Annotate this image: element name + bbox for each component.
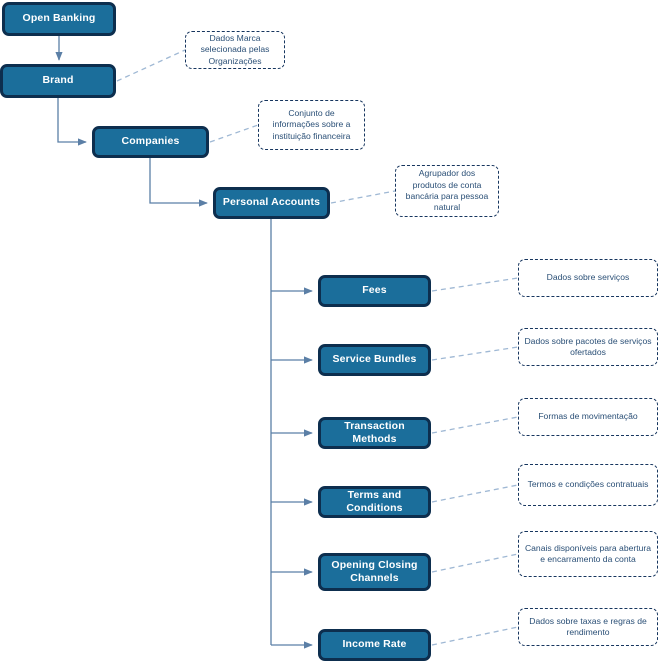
note-companies: Conjunto de informações sobre a institui… (258, 100, 365, 150)
edge-note-termsandconditions (431, 484, 519, 503)
edge-note-brand (116, 49, 186, 82)
note-terms-and-conditions: Termos e condições contratuais (518, 464, 658, 506)
edge-note-openingclosingchannels (431, 553, 519, 573)
note-fees: Dados sobre serviços (518, 259, 658, 297)
edge-note-incomerate (431, 626, 519, 646)
note-transaction-methods: Formas de movimentação (518, 398, 658, 436)
edge-note-personalaccounts (330, 190, 396, 204)
node-fees[interactable]: Fees (318, 275, 431, 307)
note-brand: Dados Marca selecionada pelas Organizaçõ… (185, 31, 285, 69)
node-companies[interactable]: Companies (92, 126, 209, 158)
note-opening-closing-channels: Canais disponíveis para abertura e encar… (518, 531, 658, 577)
note-personal-accounts: Agrupador dos produtos de conta bancária… (395, 165, 499, 217)
edge-companies-personalaccounts (149, 158, 208, 207)
node-service-bundles[interactable]: Service Bundles (318, 344, 431, 376)
note-service-bundles: Dados sobre pacotes de serviços ofertado… (518, 328, 658, 366)
edge-note-companies (209, 124, 259, 143)
node-transaction-methods[interactable]: Transaction Methods (318, 417, 431, 449)
edge-note-transactionmethods (431, 416, 519, 434)
node-opening-closing-channels[interactable]: Opening Closing Channels (318, 553, 431, 591)
edge-brand-companies (57, 98, 87, 146)
note-income-rate: Dados sobre taxas e regras de rendimento (518, 608, 658, 646)
node-brand[interactable]: Brand (0, 64, 116, 98)
node-terms-and-conditions[interactable]: Terms and Conditions (318, 486, 431, 518)
edge-note-servicebundles (431, 346, 519, 361)
edge-note-fees (431, 277, 519, 292)
node-personal-accounts[interactable]: Personal Accounts (213, 187, 330, 219)
node-income-rate[interactable]: Income Rate (318, 629, 431, 661)
node-open-banking[interactable]: Open Banking (2, 2, 116, 36)
